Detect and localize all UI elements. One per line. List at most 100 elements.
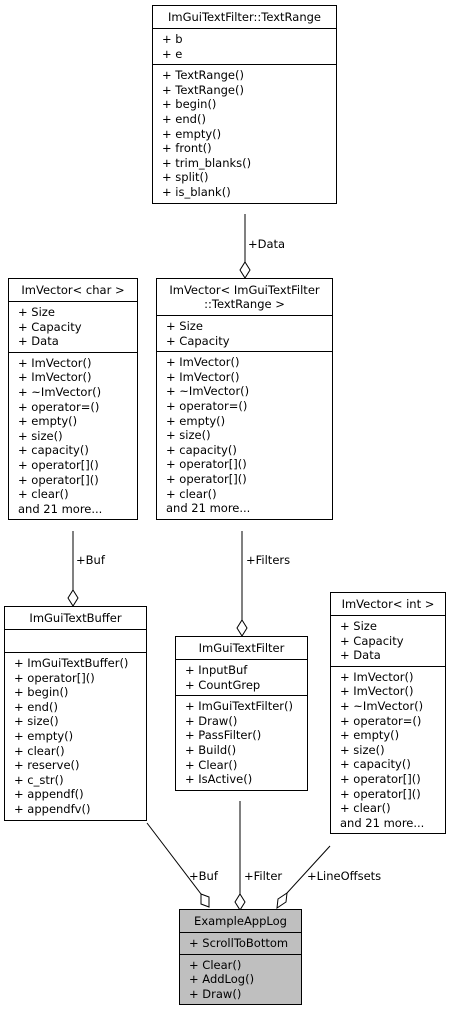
class-title: ImGuiTextBuffer — [5, 607, 146, 630]
member-attribute: + ScrollToBottom — [189, 936, 289, 950]
attributes-section — [5, 630, 146, 653]
member-method: + Clear() — [185, 757, 238, 772]
member-attribute: + Size — [340, 619, 377, 633]
member-method: + ImVector() — [340, 684, 414, 699]
diamond-buf-bottom — [200, 893, 210, 908]
member-method: + operator[]() — [18, 457, 99, 472]
diamond-data — [239, 261, 251, 279]
class-textrange[interactable]: ImGuiTextFilter::TextRange + b+ e + Text… — [152, 5, 337, 204]
member-method: + clear() — [166, 486, 217, 501]
member-method: + ~ImVector() — [166, 384, 250, 399]
class-title: ImVector< int > — [331, 593, 445, 616]
member-method: + c_str() — [14, 772, 64, 787]
edge-lineoffsets — [286, 845, 331, 894]
class-textfilter[interactable]: ImGuiTextFilter + InputBuf+ CountGrep + … — [175, 636, 308, 791]
attributes-section: + ScrollToBottom — [180, 933, 301, 955]
edge-label-data: +Data — [248, 237, 286, 251]
member-method: + ImGuiTextFilter() — [185, 699, 293, 714]
diamond-filters — [236, 619, 248, 637]
member-method: + ImVector() — [18, 355, 92, 370]
member-method: + operator=() — [166, 398, 248, 413]
edge-label-buf-bottom: +Buf — [189, 869, 218, 883]
member-method: + operator[]() — [14, 670, 95, 685]
member-method: + ~ImVector() — [340, 698, 424, 713]
member-attribute: + InputBuf — [185, 663, 248, 677]
member-method: + end() — [162, 111, 206, 126]
member-method: and 21 more... — [18, 501, 103, 516]
methods-section: + ImGuiTextFilter()+ Draw()+ PassFilter(… — [176, 696, 307, 790]
member-method: + size() — [18, 428, 63, 443]
attributes-section: + b+ e — [153, 29, 336, 66]
member-attribute: + Capacity — [166, 333, 230, 348]
diamond-filter — [234, 893, 246, 911]
edge-label-buf-top: +Buf — [76, 553, 105, 567]
member-method: + ImGuiTextBuffer() — [14, 656, 129, 670]
member-method: + empty() — [166, 413, 226, 428]
member-attribute: + Capacity — [18, 319, 82, 334]
member-method: + operator[]() — [166, 457, 247, 472]
member-method: + Clear() — [189, 957, 242, 972]
methods-section: + Clear()+ AddLog()+ Draw() — [180, 955, 301, 1005]
class-imvector-char[interactable]: ImVector< char > + Size+ Capacity+ Data … — [8, 278, 138, 521]
member-method: + ~ImVector() — [18, 384, 102, 399]
member-attribute: + Data — [340, 648, 381, 663]
member-attribute: + CountGrep — [185, 677, 261, 692]
member-method: + AddLog() — [189, 972, 255, 987]
member-method: + split() — [162, 170, 209, 185]
class-imvector-textrange[interactable]: ImVector< ImGuiTextFilter ::TextRange > … — [156, 278, 333, 520]
member-attribute: + Size — [18, 305, 55, 319]
methods-section: + ImGuiTextBuffer()+ operator[]()+ begin… — [5, 653, 146, 820]
member-method: + Draw() — [185, 713, 238, 728]
member-method: + reserve() — [14, 758, 80, 773]
member-method: + ImVector() — [18, 370, 92, 385]
class-imvector-int[interactable]: ImVector< int > + Size+ Capacity+ Data +… — [330, 592, 446, 835]
member-method: + clear() — [340, 801, 391, 816]
edge-label-lineoffsets: +LineOffsets — [307, 869, 382, 883]
member-method: + begin() — [162, 97, 217, 112]
edge-label-filter: +Filter — [244, 869, 283, 883]
member-method: + operator=() — [18, 399, 100, 414]
member-method: + clear() — [18, 487, 69, 502]
member-method: + clear() — [14, 743, 65, 758]
class-title: ImGuiTextFilter — [176, 637, 307, 660]
methods-section: + ImVector()+ ImVector()+ ~ImVector()+ o… — [9, 353, 137, 520]
member-method: + begin() — [14, 685, 69, 700]
diamond-buf-top — [67, 589, 79, 607]
class-textbuffer[interactable]: ImGuiTextBuffer + ImGuiTextBuffer()+ ope… — [4, 606, 147, 821]
class-exampleapplog[interactable]: ExampleAppLog + ScrollToBottom + Clear()… — [179, 909, 302, 1006]
methods-section: + ImVector()+ ImVector()+ ~ImVector()+ o… — [157, 352, 332, 519]
member-method: + end() — [14, 699, 58, 714]
member-method: + empty() — [340, 728, 400, 743]
member-method: + IsActive() — [185, 772, 253, 787]
class-title: ImVector< ImGuiTextFilter ::TextRange > — [157, 279, 332, 316]
edge-label-filters: +Filters — [246, 553, 291, 567]
attributes-section: + Size+ Capacity — [157, 316, 332, 353]
member-method: + operator[]() — [340, 786, 421, 801]
member-method: + is_blank() — [162, 184, 231, 199]
member-method: + capacity() — [340, 757, 411, 772]
member-method: + capacity() — [18, 443, 89, 458]
class-title: ImGuiTextFilter::TextRange — [153, 6, 336, 29]
class-title: ImVector< char > — [9, 279, 137, 302]
methods-section: + TextRange()+ TextRange()+ begin()+ end… — [153, 65, 336, 202]
member-method: + operator[]() — [18, 472, 99, 487]
member-method: + size() — [14, 714, 59, 729]
attributes-section: + InputBuf+ CountGrep — [176, 660, 307, 697]
member-method: + empty() — [14, 728, 74, 743]
attributes-section: + Size+ Capacity+ Data — [9, 302, 137, 353]
member-attribute: + Size — [166, 319, 203, 333]
member-method: + operator[]() — [340, 771, 421, 786]
member-method: + PassFilter() — [185, 728, 262, 743]
member-method: + front() — [162, 141, 212, 156]
member-method: + capacity() — [166, 442, 237, 457]
member-method: + size() — [166, 428, 211, 443]
member-attribute: + Capacity — [340, 633, 404, 648]
member-attribute: + Data — [18, 334, 59, 349]
member-method: + ImVector() — [340, 669, 414, 684]
attributes-section: + Size+ Capacity+ Data — [331, 616, 445, 667]
class-title: ExampleAppLog — [180, 910, 301, 933]
member-method: + TextRange() — [162, 82, 244, 97]
member-method: + ImVector() — [166, 355, 240, 370]
member-method: + size() — [340, 742, 385, 757]
